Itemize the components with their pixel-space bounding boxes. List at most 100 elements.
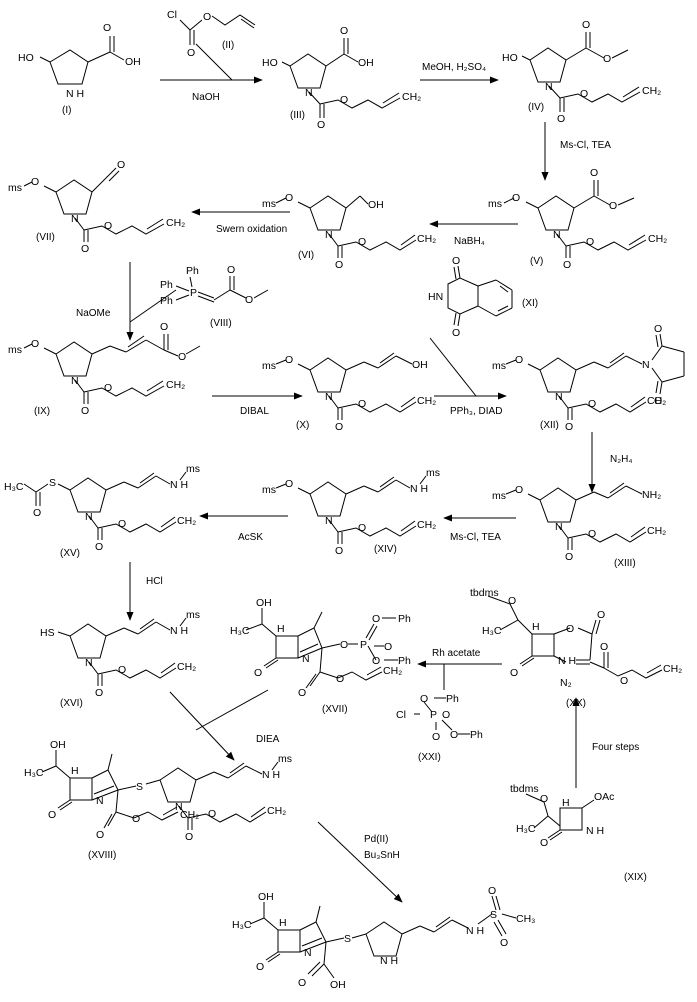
atom-label: CH₂ (180, 809, 199, 821)
atom-label: ms (426, 467, 440, 479)
reagent-text: Rh acetate (432, 648, 481, 659)
compound-label: (IX) (34, 406, 50, 417)
compound-label: (XVIII) (88, 850, 116, 861)
reagent-text: DIEA (256, 734, 280, 745)
atom-label: S (136, 781, 143, 793)
atom-label: N₂ (560, 677, 572, 689)
atom-label: ms (186, 609, 200, 621)
atom-label: O (340, 94, 348, 106)
atom-label: N H (410, 483, 428, 495)
atom-label: N H (466, 925, 484, 937)
atom-label: O (580, 88, 588, 100)
compound-IX-structure: ms O N O O O O CH₂ (8, 321, 201, 417)
atom-label: OAc (594, 791, 614, 803)
atom-label: O (298, 687, 306, 699)
compound-XVIII-structure: OH H₃C H N O S N N H ms O O CH₂ O O CH₂ (24, 739, 292, 843)
atom-label: O (582, 19, 590, 31)
atom-label: O (95, 687, 103, 699)
atom-label: O (160, 321, 168, 333)
compound-XV-structure: H₃C S O N N H ms O O CH₂ (4, 463, 200, 553)
atom-label: NH₂ (642, 489, 661, 501)
compound-label: (III) (290, 110, 305, 121)
atom-label: OH (358, 57, 374, 69)
atom-label: N H (380, 955, 398, 967)
atom-label: OH (330, 979, 346, 991)
compound-VII-structure: ms O N O O O CH₂ (8, 159, 185, 255)
atom-label: ms (492, 360, 506, 372)
atom-label: O (452, 327, 460, 339)
atom-label: H₃C (482, 625, 502, 637)
compound-label: (VII) (36, 232, 55, 243)
compound-label: (XXI) (418, 752, 441, 763)
compound-V-structure: ms O N O O O O CH₂ (488, 167, 667, 271)
atom-label: P (190, 287, 197, 299)
atom-label: OH (125, 56, 141, 68)
reaction-arrow (169, 691, 235, 761)
atom-label: H₃C (230, 625, 250, 637)
compound-VIII-structure: Ph Ph Ph P O O (160, 264, 269, 307)
reagent-text: N₂H₄ (610, 454, 632, 465)
atom-label: tbdms (510, 783, 539, 795)
atom-label: O (566, 623, 574, 635)
atom-label: N (71, 213, 79, 225)
atom-label: O (588, 528, 596, 540)
atom-label: O (590, 167, 598, 179)
atom-label: O (254, 667, 262, 679)
atom-label: O (335, 545, 343, 557)
atom-label: O (515, 484, 523, 496)
compound-label: (IV) (528, 102, 544, 113)
compound-label: (XVII) (322, 704, 348, 715)
atom-label: O (118, 518, 126, 530)
atom-label: Ph (470, 729, 483, 741)
reagent-text: HCl (146, 576, 163, 587)
atom-label: N (96, 795, 104, 807)
reaction-arrow (317, 821, 403, 903)
atom-label: O (245, 294, 253, 306)
atom-label: N H (66, 88, 84, 100)
compound-XIX-structure: tbdms O H₃C H OAc N H O (510, 783, 614, 849)
atom-label: O (600, 641, 608, 653)
compound-label: (V) (530, 256, 543, 267)
atom-label: N (553, 229, 561, 241)
atom-label: N H (262, 769, 280, 781)
atom-label: P (430, 709, 437, 721)
compound-I-structure: HO N H O OH (18, 22, 141, 100)
atom-label: H (277, 623, 285, 635)
compound-label: (XI) (522, 298, 538, 309)
atom-label: N (304, 947, 312, 959)
reagent-line (195, 43, 233, 81)
atom-label: N (642, 359, 650, 371)
compound-XI-structure: HN O O (428, 255, 513, 339)
atom-label: O (256, 961, 264, 973)
atom-label: O (384, 641, 392, 653)
atom-label: O (563, 259, 571, 271)
compound-label: (XV) (60, 548, 80, 559)
atom-label: CH₂ (642, 85, 661, 97)
atom-label: O (372, 655, 380, 667)
reagent-line (195, 689, 269, 731)
compound-label: (XIV) (374, 544, 397, 555)
atom-label: N (325, 229, 333, 241)
atom-label: CH₂ (663, 663, 682, 675)
atom-label: CH₂ (647, 395, 666, 407)
atom-label: N (305, 87, 313, 99)
atom-label: O (452, 255, 460, 267)
atom-label: CH₂ (417, 233, 436, 245)
atom-label: HO (502, 52, 518, 64)
atom-label: Ph (398, 613, 411, 625)
atom-label: O (432, 731, 440, 743)
atom-label: S (49, 477, 56, 489)
atom-label: O (609, 200, 617, 212)
reagent-text: PPh₃, DIAD (450, 406, 502, 417)
atom-label: Ph (398, 655, 411, 667)
reagent-text: Swern oxidation (216, 224, 287, 235)
atom-label: H (279, 917, 287, 929)
atom-label: O (96, 829, 104, 841)
reagent-text: Ms-Cl, TEA (560, 140, 611, 151)
reagent-text: NaBH₄ (454, 236, 485, 247)
compound-XX-structure: tbdms O H₃C H O O N H O N₂ O O CH₂ (470, 587, 682, 689)
atom-label: O (557, 113, 565, 125)
reagent-text: NaOH (192, 92, 220, 103)
atom-label: CH₂ (267, 805, 286, 817)
